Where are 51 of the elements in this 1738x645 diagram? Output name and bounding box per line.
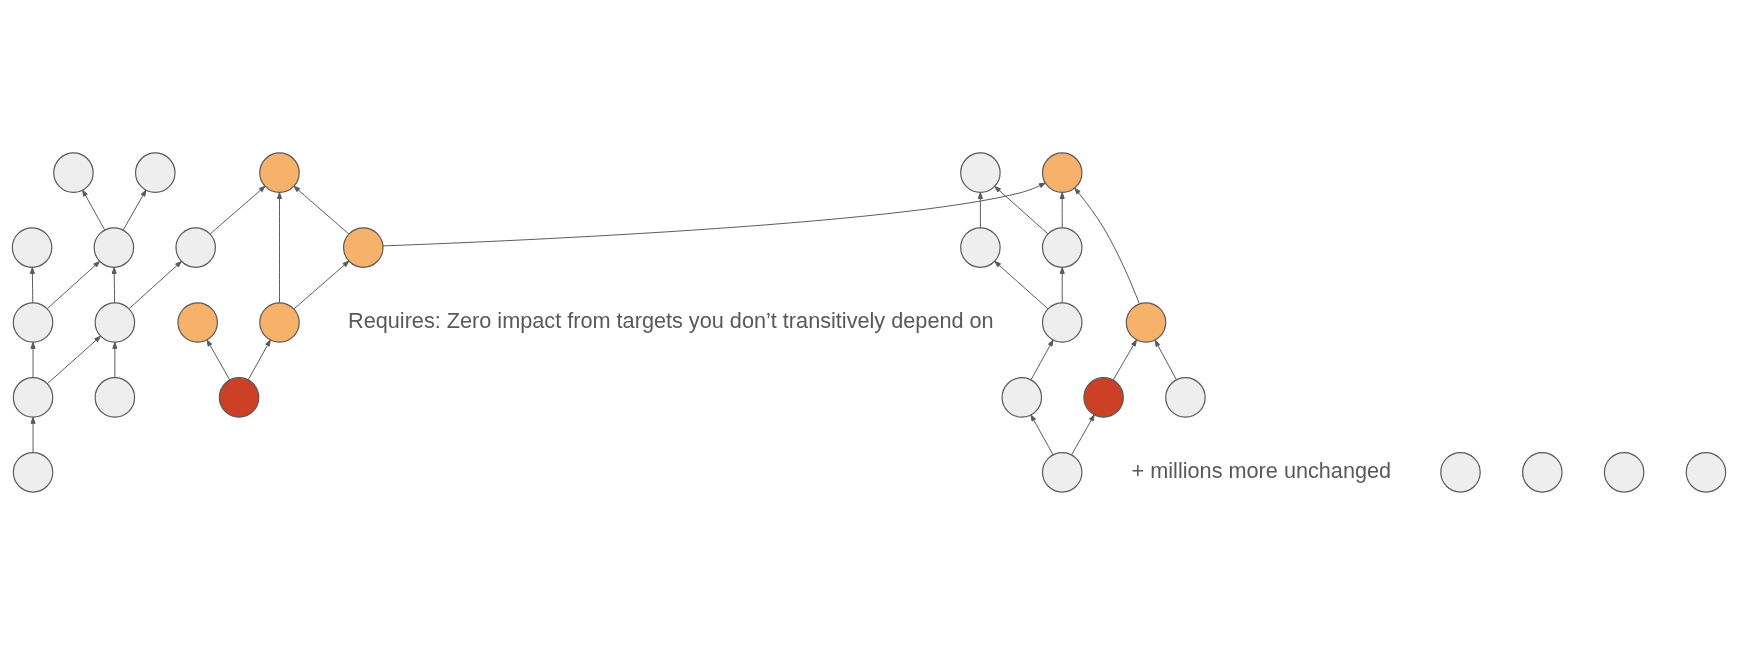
arrow	[293, 185, 350, 235]
arrow	[1154, 339, 1177, 380]
arrow	[112, 341, 118, 379]
node-circle	[12, 452, 54, 493]
arrow	[82, 189, 106, 231]
label: Requires: Zero impact from targets you don’t transitively depend on	[348, 308, 994, 334]
arrow	[1030, 339, 1054, 381]
node-circle	[94, 377, 136, 418]
arrow	[206, 339, 231, 381]
node-circle	[1165, 377, 1206, 418]
node-circle	[1041, 452, 1083, 493]
node-circle	[1041, 227, 1083, 268]
arrow	[209, 185, 266, 235]
arrow	[47, 261, 101, 309]
arrow	[46, 335, 101, 385]
node-circle	[218, 377, 260, 418]
node-circle	[1685, 452, 1727, 493]
arrow	[1074, 187, 1140, 305]
arrow	[122, 189, 147, 231]
node-circle	[1041, 302, 1083, 343]
node-circle	[12, 302, 54, 343]
node-circle	[259, 302, 300, 343]
node-circle	[11, 227, 53, 268]
node-circle	[12, 377, 54, 418]
arrow	[1059, 267, 1065, 304]
node-circle	[1440, 452, 1481, 493]
arrow	[111, 267, 117, 304]
node-circle	[135, 152, 176, 193]
arrow	[1059, 192, 1065, 229]
node-circle	[177, 302, 218, 343]
arrow	[293, 260, 350, 310]
arrow	[977, 192, 983, 229]
arrow	[29, 267, 35, 304]
node-circle	[1001, 377, 1043, 418]
node-circle	[1522, 452, 1563, 493]
arrow	[1030, 414, 1054, 456]
node-circle	[1125, 302, 1167, 343]
arrow	[276, 192, 283, 303]
arrow	[382, 182, 1046, 247]
arrow	[30, 341, 36, 379]
arrow	[128, 261, 182, 309]
arrow	[247, 339, 271, 381]
arrow	[994, 260, 1049, 310]
arrow	[1112, 339, 1137, 381]
label: + millions more unchanged	[1131, 457, 1392, 483]
node-circle	[1083, 377, 1124, 418]
arrow	[994, 185, 1049, 235]
arrow	[1071, 414, 1095, 456]
node-circle	[53, 152, 94, 193]
node-circle	[1603, 452, 1645, 493]
arrow	[30, 416, 36, 454]
